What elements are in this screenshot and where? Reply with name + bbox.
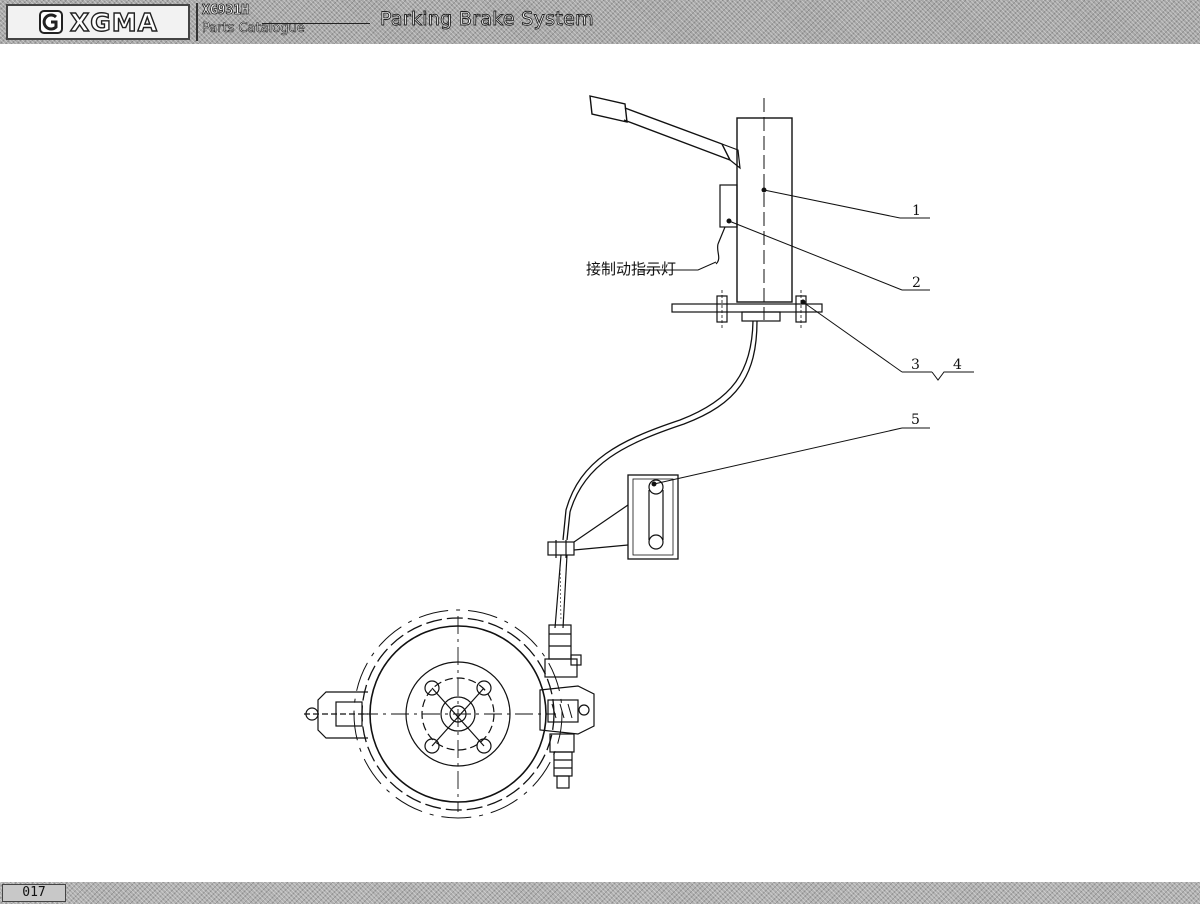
lever-housing [736,98,793,320]
callout-1: 1 [912,203,921,219]
footer-bar: 017 [0,882,1200,904]
callout-4: 4 [953,357,962,373]
header-bar: XGMA XG931H Parts Catalogue Parking Brak… [0,0,1200,44]
leader-lines [640,187,974,487]
drum-brake [353,609,563,819]
model-block: XG931H Parts Catalogue [196,3,314,41]
indicator-switch [715,184,738,265]
page-number: 017 [2,884,66,902]
brake-rod [554,554,568,629]
mounting-plate [671,290,823,328]
callout-2: 2 [912,275,921,291]
hand-lever [589,95,741,170]
indicator-label: 接制动指示灯 [586,260,676,278]
brand-logo: XGMA [6,4,190,40]
catalogue-label: Parts Catalogue [202,21,305,37]
callout-5: 5 [911,412,920,428]
model-number: XG931H [202,3,250,19]
left-fitting [304,691,368,739]
brake-cable [562,320,758,541]
brake-actuator [539,624,595,789]
cable-bracket [547,474,679,560]
header-divider [262,23,370,24]
page-title: Parking Brake System [380,8,594,31]
xgma-logo-icon [38,10,63,34]
parking-brake-diagram: 1 2 3 4 5 接制动指示灯 [304,95,974,819]
brand-name: XGMA [69,7,159,37]
callout-3: 3 [911,357,920,373]
